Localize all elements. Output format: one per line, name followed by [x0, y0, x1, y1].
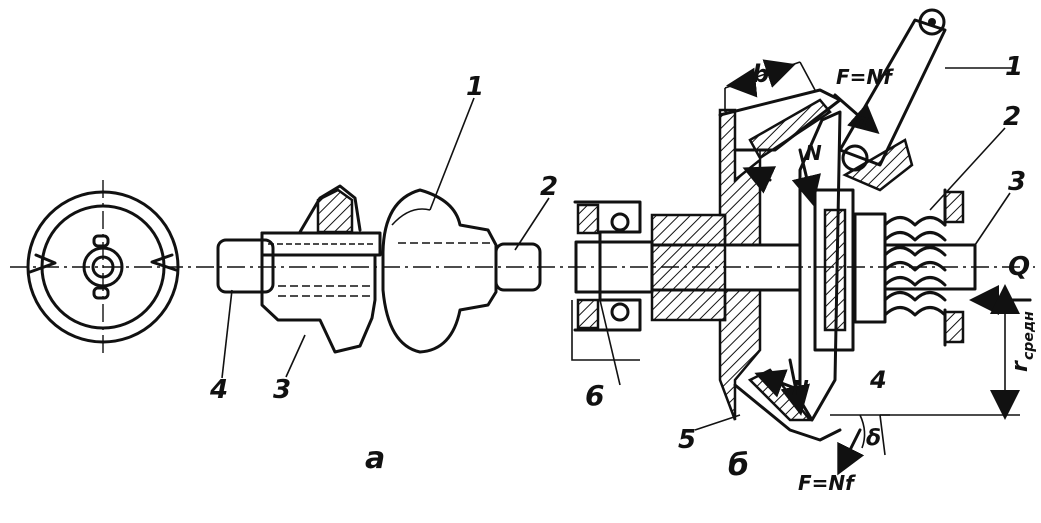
- part-b-caption: б: [728, 448, 749, 483]
- friction-force-bottom: F=Nf: [798, 471, 856, 495]
- part-a-caption: а: [365, 441, 385, 476]
- part-a-label-3: 3: [273, 375, 291, 405]
- dimension-b-label: b: [752, 60, 769, 88]
- part-b-label-4: 4: [869, 366, 887, 394]
- part-b-label-5: 5: [678, 425, 696, 455]
- part-a-drawing: [216, 97, 550, 379]
- part-b-label-3: 3: [1008, 167, 1026, 197]
- normal-force-top: N: [805, 141, 822, 165]
- part-a-label-1: 1: [466, 72, 484, 102]
- radius-label: r: [1008, 360, 1033, 372]
- part-b-drawing: [571, 8, 1032, 476]
- angle-alpha-label: α: [855, 109, 869, 133]
- angle-delta-label: δ: [866, 426, 881, 451]
- part-b-label-2: 2: [1003, 102, 1021, 132]
- radius-label-group: r средн: [1008, 311, 1037, 372]
- part-a-label-2: 2: [540, 172, 558, 202]
- part-b-label-1: 1: [1005, 52, 1023, 82]
- radius-subscript: средн: [1021, 311, 1037, 360]
- normal-force-bottom: N: [792, 376, 809, 400]
- part-a-label-4: 4: [209, 375, 228, 405]
- friction-force-top: F=Nf: [836, 65, 894, 89]
- load-q-label: Q: [1008, 252, 1030, 282]
- part-b-label-6: 6: [585, 379, 604, 412]
